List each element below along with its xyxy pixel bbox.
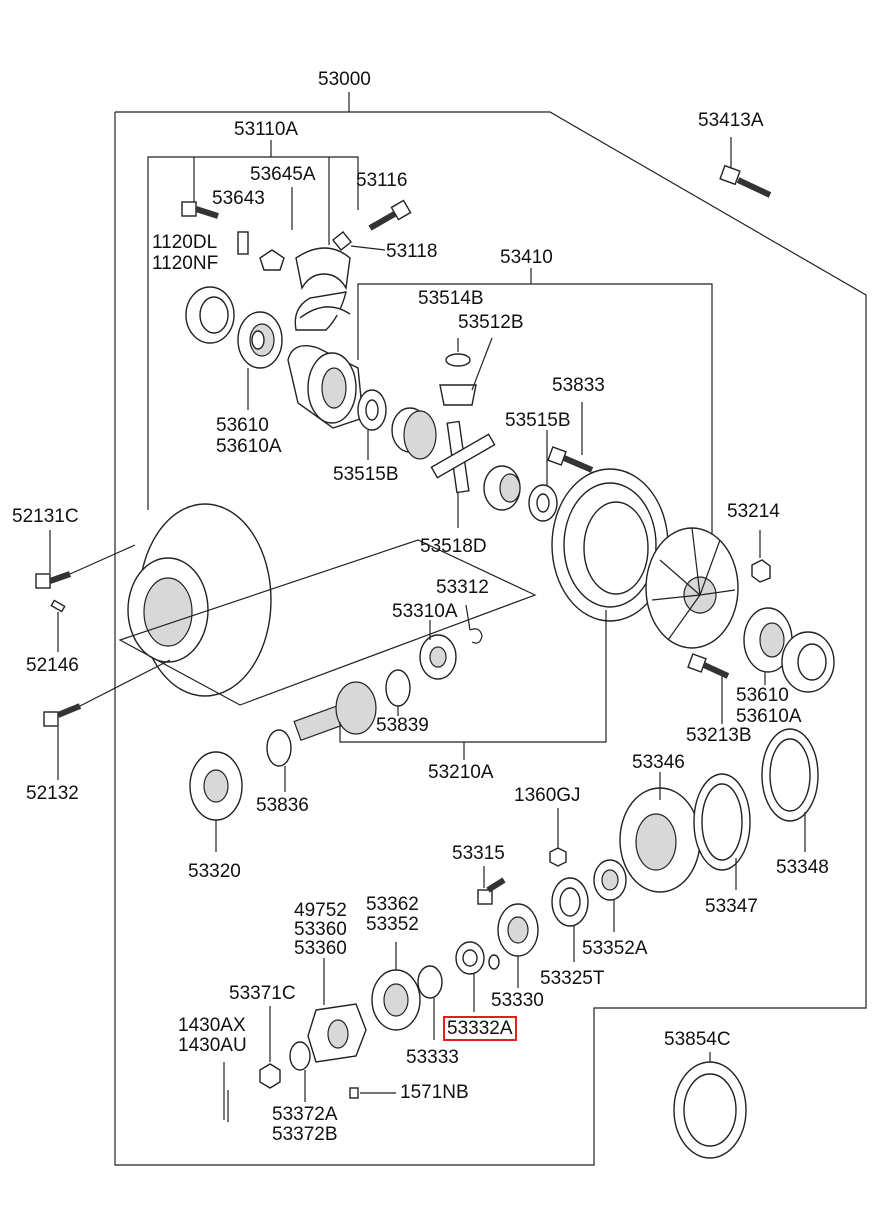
label-53362: 53362: [366, 894, 419, 915]
diff-case-right: [645, 527, 739, 649]
label-53325T: 53325T: [540, 968, 605, 989]
label-53346: 53346: [632, 752, 685, 773]
bolt-53413A: [719, 137, 772, 198]
label-53645A: 53645A: [250, 164, 316, 185]
label-53214: 53214: [727, 501, 780, 522]
label-53836: 53836: [256, 795, 309, 816]
label-53000: 53000: [318, 69, 371, 90]
label-1120DL: 1120DL: [152, 232, 218, 253]
label-53610-left: 53610: [216, 415, 269, 436]
label-53512B: 53512B: [458, 312, 524, 333]
label-53839: 53839: [376, 715, 429, 736]
label-53310A: 53310A: [392, 601, 458, 622]
diff-case: [287, 345, 364, 429]
label-53352A: 53352A: [582, 938, 648, 959]
label-53610-right: 53610: [736, 685, 789, 706]
label-53410: 53410: [500, 247, 553, 268]
label-1120NF: 1120NF: [152, 253, 219, 274]
label-49752: 49752: [294, 900, 347, 921]
label-53348: 53348: [776, 857, 829, 878]
ring-gear: [551, 468, 669, 622]
label-53360-b: 53360: [294, 938, 347, 959]
label-53347: 53347: [705, 896, 758, 917]
label-53610A-left: 53610A: [216, 436, 282, 457]
label-1571NB: 1571NB: [400, 1082, 469, 1103]
companion-flange: [307, 1003, 367, 1063]
label-53210A: 53210A: [428, 762, 494, 783]
label-53833: 53833: [552, 375, 605, 396]
drive-pinion: [293, 681, 377, 742]
spider-shaft: [430, 420, 496, 494]
label-53610A-right: 53610A: [736, 706, 802, 727]
label-53372B: 53372B: [272, 1124, 338, 1145]
label-53643: 53643: [212, 188, 265, 209]
label-53332A-highlighted[interactable]: 53332A: [443, 1016, 517, 1041]
pinion-retainer: [619, 787, 701, 893]
label-53315: 53315: [452, 843, 505, 864]
label-53515B-right: 53515B: [505, 410, 571, 431]
label-53372A: 53372A: [272, 1104, 338, 1125]
label-53110A: 53110A: [234, 119, 299, 140]
label-53312: 53312: [436, 577, 489, 598]
label-53514B: 53514B: [418, 288, 484, 309]
bolt-53116: [368, 199, 412, 231]
label-53515B-left: 53515B: [333, 464, 399, 485]
label-53518D: 53518D: [420, 536, 487, 557]
label-1360GJ: 1360GJ: [514, 785, 581, 806]
label-53360-a: 53360: [294, 919, 347, 940]
label-53320: 53320: [188, 861, 241, 882]
label-52131C: 52131C: [12, 506, 79, 527]
label-53116: 53116: [356, 170, 408, 191]
label-1430AX: 1430AX: [178, 1015, 246, 1036]
label-53330: 53330: [491, 990, 544, 1011]
label-53118: 53118: [386, 241, 438, 262]
label-53333: 53333: [406, 1047, 459, 1068]
assembly-frame: [114, 111, 867, 1166]
bolt-53643: [181, 201, 219, 219]
label-1430AU: 1430AU: [178, 1035, 247, 1056]
label-52146: 52146: [26, 655, 79, 676]
label-53413A: 53413A: [698, 110, 764, 131]
label-53352: 53352: [366, 914, 419, 935]
label-53854C: 53854C: [664, 1029, 731, 1050]
label-52132: 52132: [26, 783, 79, 804]
label-53213B: 53213B: [686, 725, 752, 746]
label-53371C: 53371C: [229, 983, 296, 1004]
carrier-housing: [118, 503, 537, 706]
